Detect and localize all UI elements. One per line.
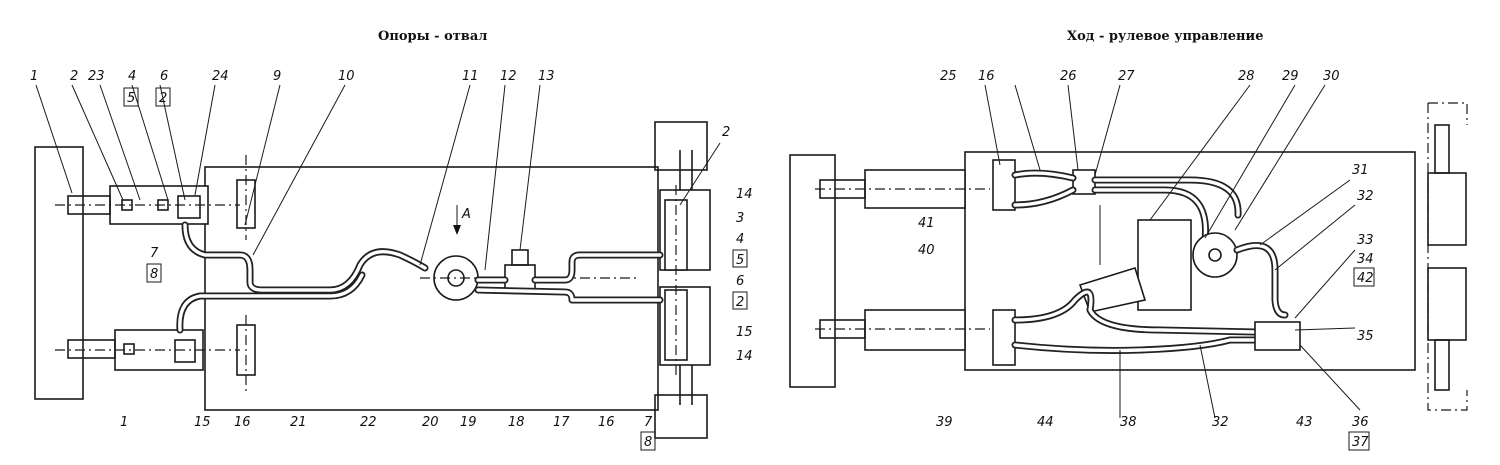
- left-body-outline: [204, 166, 659, 411]
- right-blade-outline: [789, 154, 836, 388]
- callout-number: 18: [508, 415, 525, 430]
- callout-number: 16: [234, 415, 251, 430]
- callout-leaders: [35, 84, 1361, 419]
- callout-number: 22: [360, 415, 377, 430]
- callout-number: 28: [1238, 69, 1255, 84]
- callout-number: 7: [644, 415, 653, 430]
- callout-number: 6: [160, 69, 168, 84]
- title-left: Опоры - отвал: [378, 29, 487, 44]
- left-schematic: A: [34, 121, 711, 439]
- right-schematic: [789, 102, 1468, 411]
- callout-number: 26: [1060, 69, 1077, 84]
- blade-outline: [34, 146, 84, 400]
- callout-number: 16: [978, 69, 995, 84]
- callout-number: 14: [736, 187, 753, 202]
- callout-number: 15: [736, 325, 753, 340]
- callout-number: 12: [500, 69, 517, 84]
- callout-number: 14: [736, 349, 753, 364]
- callout-number: 39: [936, 415, 953, 430]
- callout-number: 7: [150, 246, 159, 261]
- callout-number: 4: [736, 232, 744, 247]
- callout-number: 36: [1352, 415, 1369, 430]
- callout-number: 38: [1120, 415, 1137, 430]
- callout-number: 16: [598, 415, 615, 430]
- callout-number: 27: [1118, 69, 1135, 84]
- callout-number: 42: [1357, 271, 1374, 286]
- callout-number: 1: [120, 415, 128, 430]
- arrow-label: A: [461, 207, 471, 222]
- callout-number: 2: [70, 69, 78, 84]
- callout-number: 43: [1296, 415, 1313, 430]
- callout-number: 13: [538, 69, 555, 84]
- callout-numbers: 1 2 23 4 6 24 5 2 9 10 11 12 13 2 14 3 4…: [30, 69, 1375, 451]
- callout-number: 3: [736, 211, 744, 226]
- callout-number: 15: [194, 415, 211, 430]
- callout-number: 30: [1323, 69, 1340, 84]
- callout-number: 31: [1352, 163, 1369, 178]
- callout-number: 6: [736, 274, 744, 289]
- callout-number: 17: [553, 415, 570, 430]
- callout-number: 24: [212, 69, 229, 84]
- callout-number: 10: [338, 69, 355, 84]
- title-right: Ход - рулевое управление: [1067, 29, 1263, 44]
- callout-number: 11: [462, 69, 479, 84]
- callout-number: 34: [1357, 252, 1374, 267]
- callout-number: 1: [30, 69, 38, 84]
- callout-number: 2: [736, 295, 744, 310]
- callout-number: 41: [918, 216, 935, 231]
- callout-number: 8: [644, 435, 652, 450]
- callout-number: 8: [150, 267, 158, 282]
- callout-number: 20: [422, 415, 439, 430]
- callout-number: 32: [1212, 415, 1229, 430]
- callout-number: 35: [1357, 329, 1374, 344]
- callout-number: 5: [127, 91, 135, 106]
- callout-number: 2: [159, 91, 167, 106]
- callout-number: 2: [722, 125, 730, 140]
- callout-number: 33: [1357, 233, 1374, 248]
- callout-number: 23: [88, 69, 105, 84]
- callout-number: 40: [918, 243, 935, 258]
- callout-number: 4: [128, 69, 136, 84]
- callout-number: 9: [273, 69, 281, 84]
- callout-number: 5: [736, 253, 744, 268]
- right-body-outline: [964, 151, 1416, 371]
- callout-number: 44: [1037, 415, 1054, 430]
- callout-number: 25: [940, 69, 957, 84]
- callout-number: 29: [1282, 69, 1299, 84]
- callout-number: 21: [290, 415, 307, 430]
- callout-number: 37: [1352, 435, 1369, 450]
- callout-number: 19: [460, 415, 477, 430]
- callout-number: 32: [1357, 189, 1374, 204]
